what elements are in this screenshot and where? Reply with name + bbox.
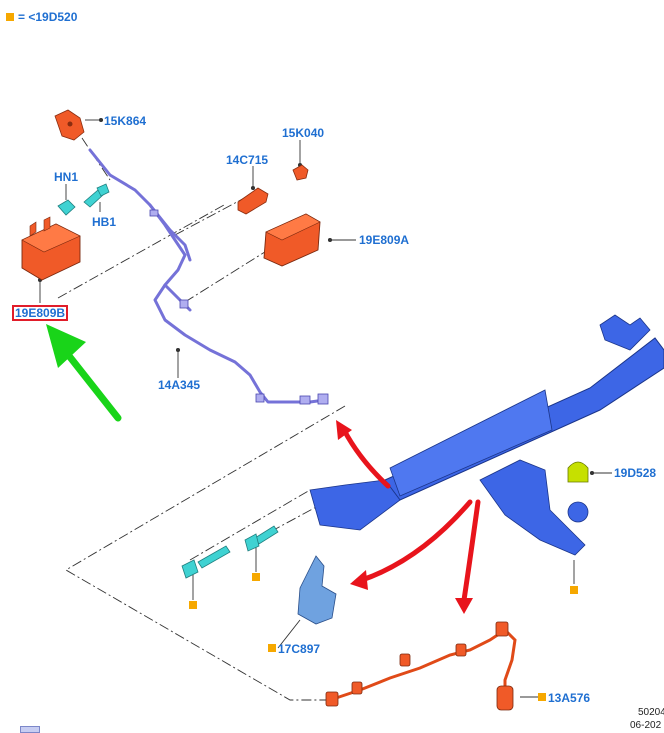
alignment-line [57, 204, 225, 299]
harness-connector [299, 395, 311, 405]
alignment-line [189, 489, 311, 561]
legend: = <19D520 [6, 10, 77, 24]
alignment-line [184, 249, 269, 303]
part-label-hb1[interactable]: HB1 [92, 215, 117, 229]
leader-dot [250, 185, 256, 191]
harness-13a576-part[interactable] [328, 628, 517, 702]
legend-marker-icon [6, 13, 14, 21]
part-label-15k040[interactable]: 15K040 [282, 126, 325, 140]
alignment-line [174, 194, 251, 236]
towbar-crossmember-part[interactable] [309, 314, 664, 556]
bracket-17c897-part[interactable] [297, 555, 337, 625]
sensor-15k040-part[interactable] [292, 164, 309, 181]
part-label-13a576[interactable]: 13A576 [548, 691, 591, 705]
part-label-19d528[interactable]: 19D528 [614, 466, 657, 480]
harness-connector [495, 621, 509, 637]
part-label-17c897[interactable]: 17C897 [278, 642, 321, 656]
leader-dot [98, 117, 104, 123]
harness-socket [496, 685, 514, 711]
footer-code-line2: 06-202 [630, 720, 662, 731]
leader-dot [589, 470, 595, 476]
arrow-head-icon [350, 570, 368, 590]
connector-14c715-part[interactable] [237, 187, 269, 215]
marker-icon [189, 601, 197, 609]
module-top-face [265, 213, 321, 241]
cap-19d528-part[interactable] [567, 461, 589, 483]
harness-connector [351, 681, 363, 695]
marker-icon [538, 693, 546, 701]
part-label-hn1[interactable]: HN1 [54, 170, 79, 184]
harness-clip [179, 299, 189, 309]
part-label-19e809b[interactable]: 19E809B [12, 305, 69, 321]
leader-dot [327, 237, 333, 243]
bolt-part[interactable] [244, 525, 279, 552]
module-tabs [29, 216, 51, 237]
arrow-head-icon [336, 420, 352, 440]
harness-connector [317, 393, 329, 405]
marker-icon [252, 573, 260, 581]
footer-code-line1: 50204 [638, 707, 664, 718]
alignment-line [65, 405, 346, 701]
red-arrows [341, 427, 481, 603]
arrow-head-icon [455, 598, 473, 614]
part-label-15k864[interactable]: 15K864 [104, 114, 147, 128]
bolt-head [96, 183, 110, 197]
harness-clip [255, 393, 265, 403]
bracket-hole [67, 121, 73, 127]
thumbnail-icon[interactable] [20, 726, 40, 733]
harness-connector [325, 691, 339, 707]
marker-icon [570, 586, 578, 594]
leader-line [277, 619, 301, 649]
bolt-part[interactable] [181, 545, 231, 579]
green-pointer-arrow-icon [46, 324, 122, 422]
legend-text: = <19D520 [18, 10, 78, 24]
harness-14a345-part[interactable] [88, 148, 327, 404]
nut-hn1-part[interactable] [57, 199, 76, 216]
leader-dot [175, 347, 181, 353]
part-label-19e809a[interactable]: 19E809A [359, 233, 410, 247]
harness-connector [455, 643, 467, 657]
part-label-14c715[interactable]: 14C715 [226, 153, 269, 167]
alignment-line [254, 504, 321, 541]
marker-icon [268, 644, 276, 652]
part-label-14a345[interactable]: 14A345 [158, 378, 201, 392]
harness-connector [399, 653, 411, 667]
harness-clip [149, 209, 159, 217]
